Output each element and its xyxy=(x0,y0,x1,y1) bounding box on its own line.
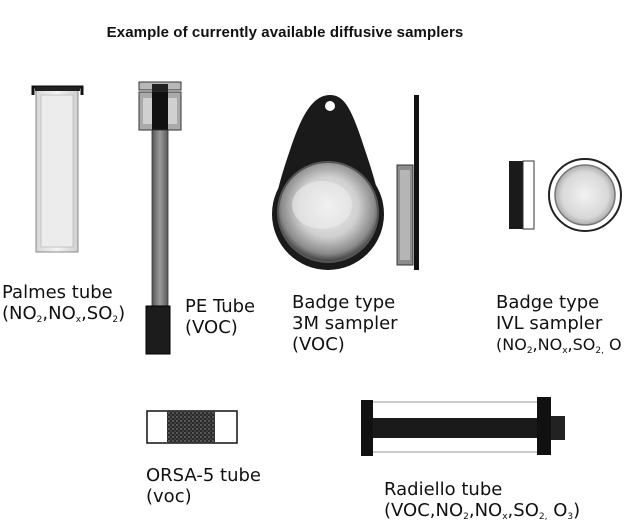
sampler-name: Badge type xyxy=(292,292,396,313)
sampler-name: ORSA-5 tube xyxy=(146,465,261,486)
sampler-name: Badge type xyxy=(496,292,600,313)
badge-ivl-illustration xyxy=(509,158,622,232)
sampler-name: PE Tube xyxy=(185,296,256,317)
figure-title: Example of currently available diffusive… xyxy=(106,24,464,41)
sampler-detail: (NO2,NOx,SO2, O xyxy=(496,335,622,356)
pe-tube-label: PE Tube (VOC) xyxy=(185,296,255,338)
sampler-detail: (VOC) xyxy=(185,317,238,338)
sampler-detail: 3M sampler xyxy=(292,313,398,334)
radiello-tube-label: Radiello tube (VOC,NO2,NOx,SO2, O3) xyxy=(384,479,581,522)
radiello-tube-illustration xyxy=(361,397,565,456)
sampler-detail: (VOC,NO2,NOx,SO2, O3) xyxy=(384,500,581,522)
orsa-tube-illustration xyxy=(146,410,238,444)
palmes-tube-label: Palmes tube (NO2,NOx,SO2) xyxy=(2,282,126,325)
sampler-detail: (VOC) xyxy=(292,334,345,355)
orsa-tube-label: ORSA-5 tube (voc) xyxy=(146,465,261,507)
sampler-name: Radiello tube xyxy=(384,479,503,500)
sampler-detail: (NO2,NOx,SO2) xyxy=(2,303,126,325)
sampler-name: Palmes tube xyxy=(2,282,113,303)
pe-tube-illustration xyxy=(138,81,182,355)
sampler-detail: IVL sampler xyxy=(496,313,603,334)
badge-ivl-label: Badge type IVL sampler (NO2,NOx,SO2, O xyxy=(496,292,622,356)
badge-3m-illustration xyxy=(272,95,419,270)
badge-3m-label: Badge type 3M sampler (VOC) xyxy=(292,292,398,355)
sampler-detail: (voc) xyxy=(146,486,192,507)
palmes-tube-illustration xyxy=(31,85,84,253)
